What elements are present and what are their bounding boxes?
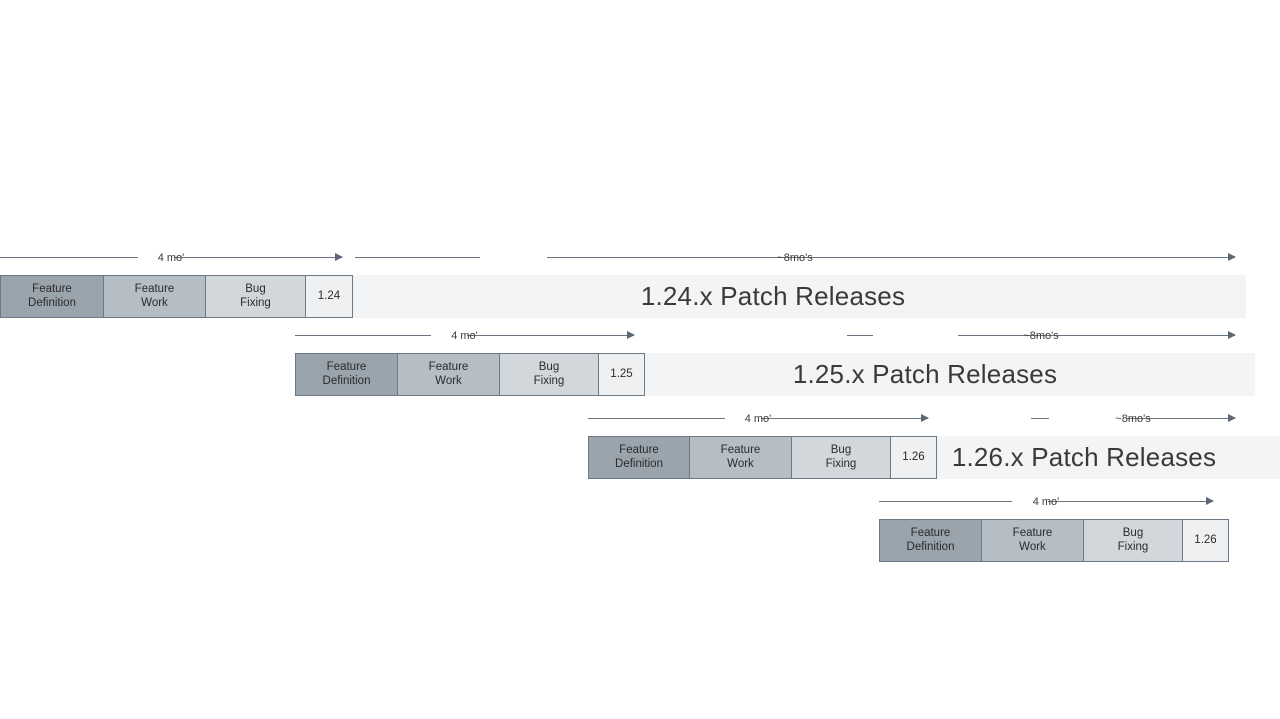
- release-row-1-24: 4 mo' ~8mo's 1.24.x Patch Releases Featu…: [0, 248, 1280, 318]
- patch-release-band-label: 1.26.x Patch Releases: [951, 442, 1217, 472]
- dim-line-left: [879, 501, 1012, 502]
- phase-segment-label: Feature Definition: [28, 282, 76, 309]
- phase-segment-label: 1.26: [902, 450, 925, 463]
- phase-segment-version[interactable]: 1.26: [890, 436, 937, 479]
- patch-duration-label: ~8mo's: [1023, 330, 1059, 342]
- patch-duration-label: ~8mo's: [777, 252, 813, 264]
- dev-duration-label: 4 mo': [157, 252, 185, 264]
- patch-release-band-label: 1.25.x Patch Releases: [792, 359, 1058, 389]
- phase-segment-label: Bug Fixing: [533, 360, 565, 387]
- arrow-head-icon: [1228, 331, 1236, 339]
- dim-line-left: [355, 257, 480, 258]
- phase-segment-label: Feature Definition: [615, 443, 663, 470]
- dim-line-right: [958, 335, 1235, 336]
- phase-segment-feature-work[interactable]: Feature Work: [397, 353, 499, 396]
- dim-line-left: [847, 335, 873, 336]
- dim-line-left: [0, 257, 138, 258]
- phase-segment-label: 1.24: [317, 289, 341, 302]
- dev-duration-arrow-1-24: 4 mo': [0, 248, 343, 268]
- phase-segment-version[interactable]: 1.26: [1182, 519, 1229, 562]
- dev-duration-label: 4 mo': [744, 413, 772, 425]
- phase-segment-label: Feature Work: [428, 360, 469, 387]
- dev-duration-label: 4 mo': [451, 330, 478, 342]
- phase-segment-bug-fixing[interactable]: Bug Fixing: [499, 353, 598, 396]
- arrow-head-icon: [627, 331, 635, 339]
- phase-segment-feature-work[interactable]: Feature Work: [689, 436, 791, 479]
- phase-segment-feature-work[interactable]: Feature Work: [981, 519, 1083, 562]
- arrow-head-icon: [1228, 253, 1236, 261]
- dim-line-right: [547, 257, 1235, 258]
- patch-duration-arrow-1-26: ~8mo's: [1031, 409, 1236, 429]
- phase-segment-bug-fixing[interactable]: Bug Fixing: [1083, 519, 1182, 562]
- phase-segment-feature-work[interactable]: Feature Work: [103, 275, 205, 318]
- dim-line-left: [1031, 418, 1049, 419]
- release-row-1-26: 4 mo' ~8mo's 1.26.x Patch Releases Featu…: [0, 409, 1280, 479]
- phase-segment-feature-definition[interactable]: Feature Definition: [879, 519, 981, 562]
- phase-bar-1-25: Feature Definition Feature Work Bug Fixi…: [295, 353, 645, 396]
- phase-segment-label: Feature Work: [134, 282, 175, 309]
- arrow-head-icon: [921, 414, 929, 422]
- patch-release-band-label: 1.24.x Patch Releases: [640, 281, 906, 311]
- dim-line-left: [295, 335, 431, 336]
- phase-bar-next: Feature Definition Feature Work Bug Fixi…: [879, 519, 1229, 562]
- phase-segment-label: 1.26: [1194, 533, 1217, 546]
- dim-line-right: [467, 335, 634, 336]
- dev-duration-arrow-1-25: 4 mo': [295, 326, 635, 346]
- phase-bar-1-26: Feature Definition Feature Work Bug Fixi…: [588, 436, 937, 479]
- arrow-head-icon: [335, 253, 343, 261]
- dev-duration-label: 4 mo': [1032, 496, 1060, 508]
- release-row-next: 4 mo' Feature Definition Feature Work Bu…: [0, 492, 1280, 562]
- phase-segment-label: Feature Work: [1012, 526, 1053, 553]
- phase-segment-label: Feature Definition: [322, 360, 371, 387]
- arrow-head-icon: [1206, 497, 1214, 505]
- phase-segment-label: Feature Definition: [906, 526, 955, 553]
- phase-segment-version[interactable]: 1.25: [598, 353, 645, 396]
- patch-duration-arrow-1-25: ~8mo's: [847, 326, 1236, 346]
- dim-line-right: [1126, 418, 1235, 419]
- phase-segment-feature-definition[interactable]: Feature Definition: [588, 436, 689, 479]
- patch-duration-label: ~8mo's: [1115, 413, 1151, 425]
- phase-segment-feature-definition[interactable]: Feature Definition: [0, 275, 103, 318]
- phase-segment-bug-fixing[interactable]: Bug Fixing: [205, 275, 305, 318]
- release-row-1-25: 4 mo' ~8mo's 1.25.x Patch Releases Featu…: [0, 326, 1280, 396]
- dim-line-right: [174, 257, 342, 258]
- patch-duration-arrow-1-24: ~8mo's: [355, 248, 1236, 268]
- phase-bar-1-24: Feature Definition Feature Work Bug Fixi…: [0, 275, 353, 318]
- phase-segment-label: Bug Fixing: [1117, 526, 1149, 553]
- phase-segment-bug-fixing[interactable]: Bug Fixing: [791, 436, 890, 479]
- dim-line-right: [1048, 501, 1213, 502]
- phase-segment-label: Bug Fixing: [240, 282, 271, 309]
- dim-line-left: [588, 418, 725, 419]
- phase-segment-version[interactable]: 1.24: [305, 275, 353, 318]
- dev-duration-arrow-next: 4 mo': [879, 492, 1214, 512]
- phase-segment-label: 1.25: [610, 367, 633, 380]
- phase-segment-label: Feature Work: [720, 443, 761, 470]
- dev-duration-arrow-1-26: 4 mo': [588, 409, 929, 429]
- arrow-head-icon: [1228, 414, 1236, 422]
- phase-segment-feature-definition[interactable]: Feature Definition: [295, 353, 397, 396]
- phase-segment-label: Bug Fixing: [825, 443, 857, 470]
- dim-line-right: [761, 418, 928, 419]
